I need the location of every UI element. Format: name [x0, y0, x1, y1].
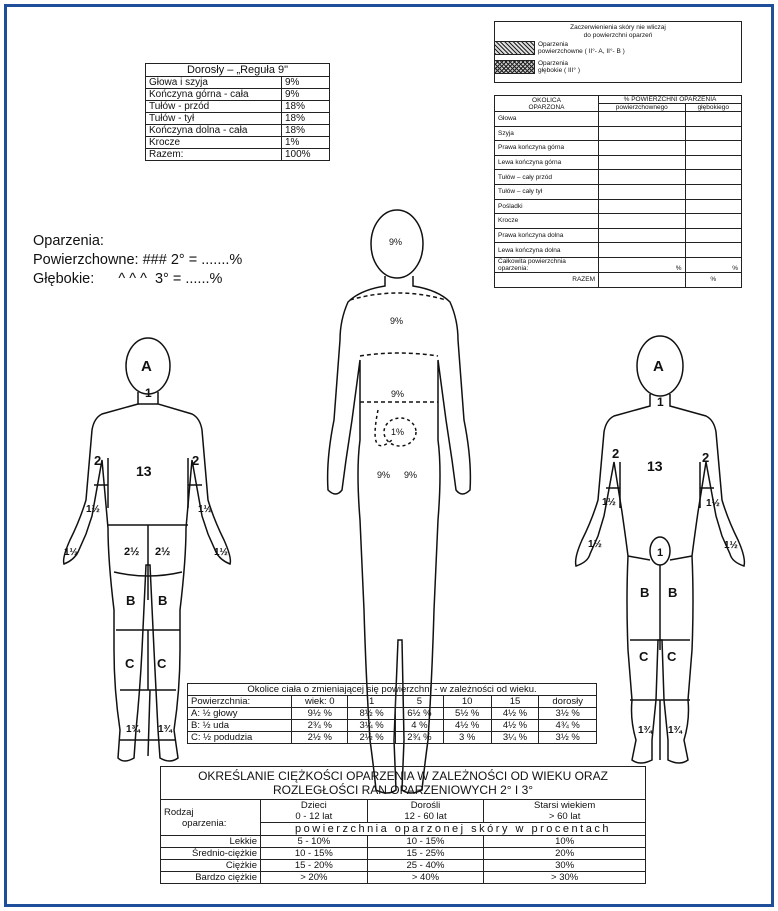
front-right-label-hand-left: 1½	[588, 539, 602, 550]
burn-severity-table: OKREŚLANIE CIĘŻKOŚCI OPARZENIA W ZALEŻNO…	[160, 766, 646, 884]
front-right-label-forearm-right: 1½	[706, 498, 720, 509]
front-right-label-13: 13	[647, 458, 663, 474]
back-label-forearm-left: 1½	[86, 504, 100, 515]
front-right-label-forearm-left: 1½	[602, 497, 616, 508]
age-surface-table: Okolice ciała o zmieniającej się powierz…	[187, 683, 597, 744]
back-label-foot-right: 1¾	[158, 724, 173, 735]
back-label-hand-right: 1½	[214, 547, 228, 558]
back-label-13: 13	[136, 463, 152, 479]
front-right-label-C-left: C	[639, 649, 649, 664]
back-label-arm-right: 2	[192, 453, 199, 468]
table-row: Bardzo ciężkie> 20%> 40%> 30%	[161, 872, 646, 884]
front-label-head: 9%	[389, 237, 402, 247]
back-label-hand-left: 1½	[64, 547, 78, 558]
back-label-A: A	[141, 358, 152, 375]
back-label-buttock-right: 2½	[155, 546, 170, 558]
back-label-1: 1	[145, 386, 152, 400]
back-label-foot-left: 1¾	[126, 724, 141, 735]
front-right-label-groin: 1	[657, 547, 663, 559]
front-right-label-arm-left: 2	[612, 446, 619, 461]
front-right-label-1: 1	[657, 395, 664, 409]
severity-title: OKREŚLANIE CIĘŻKOŚCI OPARZENIA W ZALEŻNO…	[161, 767, 646, 800]
back-label-B-right: B	[158, 593, 167, 608]
front-right-label-B-right: B	[668, 585, 677, 600]
front-right-label-foot-left: 1¾	[638, 725, 653, 736]
front-label-thigh-left: 9%	[404, 470, 417, 480]
front-label-groin: 1%	[391, 427, 404, 437]
front-label-chest: 9%	[390, 316, 403, 326]
front-right-label-A: A	[653, 358, 664, 375]
table-header-row: Powierzchnia: wiek: 0 1 5 10 15 dorosły	[188, 696, 597, 708]
front-right-label-B-left: B	[640, 585, 649, 600]
age-table-title: Okolice ciała o zmieniającej się powierz…	[188, 684, 597, 696]
front-label-abdomen: 9%	[391, 389, 404, 399]
front-right-label-hand-right: 1½	[724, 540, 738, 551]
front-right-label-C-right: C	[667, 649, 677, 664]
front-right-label-foot-right: 1¾	[668, 725, 683, 736]
front-right-label-arm-right: 2	[702, 450, 709, 465]
back-label-arm-left: 2	[94, 453, 101, 468]
back-label-buttock-left: 2½	[124, 546, 139, 558]
front-label-thigh-right: 9%	[377, 470, 390, 480]
back-label-C-left: C	[125, 656, 135, 671]
back-label-B-left: B	[126, 593, 135, 608]
back-label-C-right: C	[157, 656, 167, 671]
back-label-forearm-right: 1½	[198, 504, 212, 515]
